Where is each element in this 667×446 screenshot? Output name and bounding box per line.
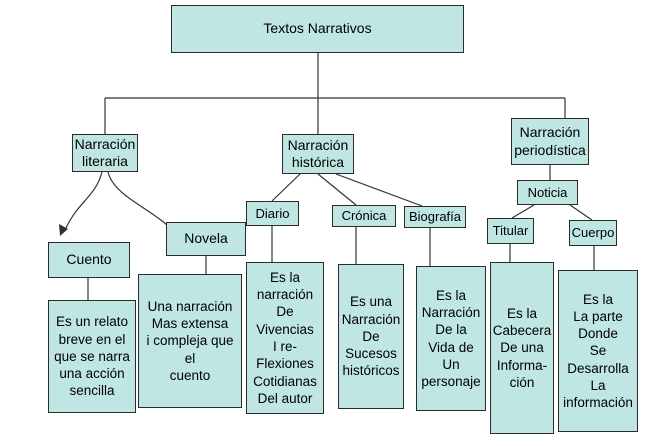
node-novela: Novela [166, 222, 246, 256]
node-cronica: Crónica [332, 205, 396, 227]
desc-biografia: Es la Narración De la Vida de Un persona… [416, 266, 486, 411]
node-noticia: Noticia [517, 180, 578, 205]
node-narracion-literaria: Narración literaria [72, 134, 138, 172]
arrowhead-icon [59, 224, 68, 236]
connector-arrow [65, 171, 103, 229]
desc-cuento: Es un relato breve en el que se narra un… [48, 300, 136, 413]
connector-line [317, 173, 357, 206]
desc-diario: Es la narración De Vivencias I re- Flexi… [246, 262, 324, 414]
node-narracion-historica: Narración histórica [282, 134, 354, 174]
node-cuerpo: Cuerpo [569, 220, 617, 246]
connector-line [511, 204, 535, 219]
desc-titular: Es la Cabecera De una Informa- ción [490, 262, 554, 434]
connector-line [335, 173, 423, 207]
connector-arrow [107, 171, 171, 229]
node-biografia: Biografía [404, 206, 466, 228]
desc-cuerpo: Es la La parte Donde Se Desarrolla La in… [558, 270, 638, 432]
node-cuento: Cuento [48, 242, 130, 278]
node-titular: Titular [487, 218, 534, 244]
node-diario: Diario [246, 201, 299, 226]
desc-novela: Una narración Mas extensa i compleja que… [138, 274, 242, 408]
node-narracion-periodistica: Narración periodística [511, 118, 589, 165]
desc-cronica: Es una Narración De Sucesos históricos [338, 264, 404, 409]
root-node: Textos Narrativos [171, 5, 464, 53]
connector-line [569, 204, 593, 221]
connector-line [271, 173, 301, 202]
